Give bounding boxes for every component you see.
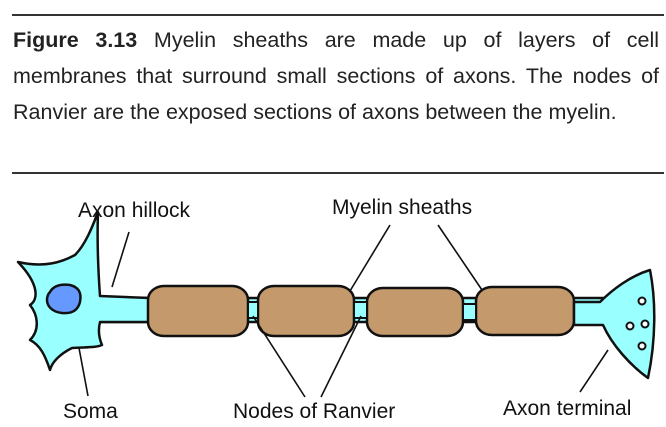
myelin-segment	[146, 284, 250, 338]
axon-terminal	[572, 268, 656, 380]
leader-soma	[78, 347, 89, 397]
myelin-segment	[365, 286, 465, 338]
myelin-segment	[256, 284, 356, 338]
bottom-rule	[12, 172, 664, 174]
synaptic-vesicle	[637, 341, 647, 351]
label-axon-hillock: Axon hillock	[78, 199, 191, 222]
nucleus	[45, 283, 82, 315]
leader-myelin-1	[349, 224, 391, 292]
myelin-segment	[474, 285, 576, 337]
leader-axon-terminal	[579, 349, 609, 393]
soma	[16, 210, 152, 372]
label-axon-terminal: Axon terminal	[503, 397, 631, 420]
figure-caption: Figure 3.13 Myelin sheaths are made up o…	[13, 22, 659, 130]
label-myelin-sheaths: Myelin sheaths	[332, 196, 472, 219]
leader-myelin-2	[437, 224, 483, 291]
leader-node-2	[320, 315, 362, 398]
leader-node-1	[252, 315, 306, 398]
figure-number: Figure 3.13	[13, 28, 138, 52]
node-of-ranvier	[462, 303, 477, 321]
leader-axon-hillock	[111, 231, 130, 288]
synaptic-vesicle	[637, 296, 647, 306]
label-nodes-of-ranvier: Nodes of Ranvier	[233, 400, 395, 423]
synaptic-vesicle	[640, 319, 650, 329]
caption-text: Myelin sheaths are made up of layers of …	[13, 28, 659, 124]
synaptic-vesicle	[625, 321, 635, 331]
node-of-ranvier	[353, 301, 368, 319]
node-of-ranvier	[247, 301, 259, 319]
label-soma: Soma	[63, 400, 118, 423]
top-rule	[12, 14, 664, 16]
